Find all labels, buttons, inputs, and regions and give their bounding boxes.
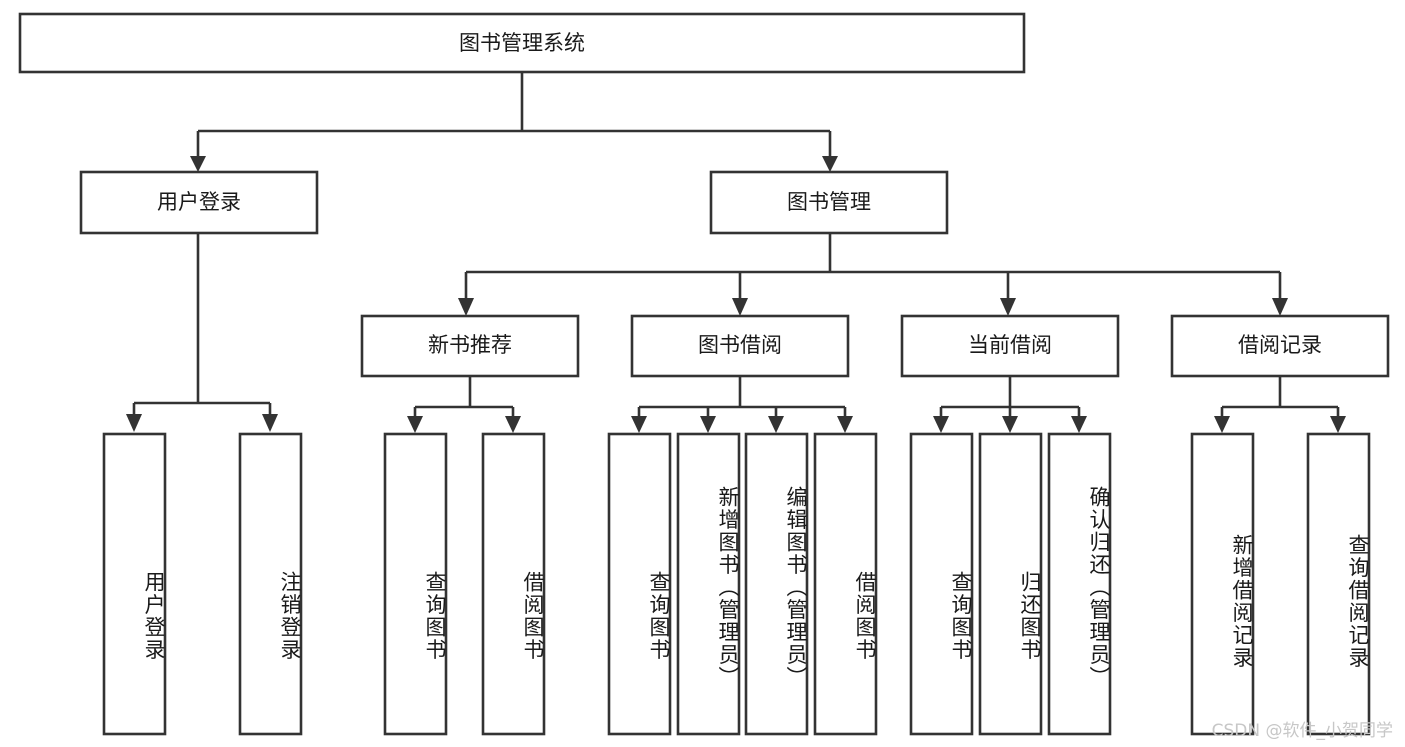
arrow-icon-query-record [1330, 416, 1346, 433]
node-leaf-borrow-book-2-box[interactable] [813, 432, 878, 736]
node-new-book-rec-box[interactable] [360, 314, 580, 378]
node-book-manage-box[interactable] [709, 170, 949, 235]
arrow-icon-current-borrow [1000, 298, 1016, 316]
arrow-icon-confirm-return [1071, 416, 1087, 433]
node-leaf-query-record-box[interactable] [1306, 432, 1371, 736]
arrow-icon-add-record [1214, 416, 1230, 433]
node-book-manage-label: 图书管理 [787, 190, 871, 214]
arrow-icon-leaf-user-login [126, 414, 142, 432]
node-user-login-box[interactable] [79, 170, 319, 235]
node-leaf-confirm-return-box[interactable] [1047, 432, 1112, 736]
node-layer: 图书管理系统 用户登录 图书管理 新书推荐 图书借阅 当前借阅 借阅记录 [18, 12, 1390, 736]
arrow-icon-return-book [1002, 416, 1018, 433]
arrow-icon-edit-book [768, 416, 784, 433]
node-root-box[interactable] [18, 12, 1026, 74]
node-leaf-add-book-box[interactable] [676, 432, 741, 736]
arrow-icon-borrow-book-1 [505, 416, 521, 433]
node-book-borrow-box[interactable] [630, 314, 850, 378]
arrow-icon-query-book-2 [631, 416, 647, 433]
node-leaf-edit-book-box[interactable] [744, 432, 809, 736]
arrow-icon-book-borrow [732, 298, 748, 316]
node-borrow-record-box[interactable] [1170, 314, 1390, 378]
node-leaf-query-book-1-box[interactable] [383, 432, 448, 736]
arrow-icon-leaf-user-logout [262, 414, 278, 432]
arrow-icon-query-book-1 [407, 416, 423, 433]
node-leaf-add-record-box[interactable] [1190, 432, 1255, 736]
connector-layer [126, 72, 1346, 433]
arrow-icon-book-manage [822, 156, 838, 172]
node-current-borrow-box[interactable] [900, 314, 1120, 378]
arrow-icon-borrow-book-2 [837, 416, 853, 433]
arrow-icon-add-book [700, 416, 716, 433]
arrow-icon-query-book-3 [933, 416, 949, 433]
node-current-borrow-label: 当前借阅 [968, 333, 1052, 357]
arrow-icon-new-book-rec [458, 298, 474, 316]
arrow-icon-user-login [190, 156, 206, 172]
node-new-book-rec-label: 新书推荐 [428, 333, 512, 357]
node-book-borrow-label: 图书借阅 [698, 333, 782, 357]
node-user-login-label: 用户登录 [157, 190, 241, 214]
node-leaf-user-login-box[interactable] [102, 432, 167, 736]
node-borrow-record-label: 借阅记录 [1238, 333, 1322, 357]
node-root-label: 图书管理系统 [459, 31, 585, 55]
node-leaf-query-book-2-box[interactable] [607, 432, 672, 736]
arrow-icon-borrow-record [1272, 298, 1288, 316]
node-leaf-query-book-3-box[interactable] [909, 432, 974, 736]
node-leaf-return-book-box[interactable] [978, 432, 1043, 736]
node-leaf-borrow-book-1-box[interactable] [481, 432, 546, 736]
node-leaf-user-logout-box[interactable] [238, 432, 303, 736]
